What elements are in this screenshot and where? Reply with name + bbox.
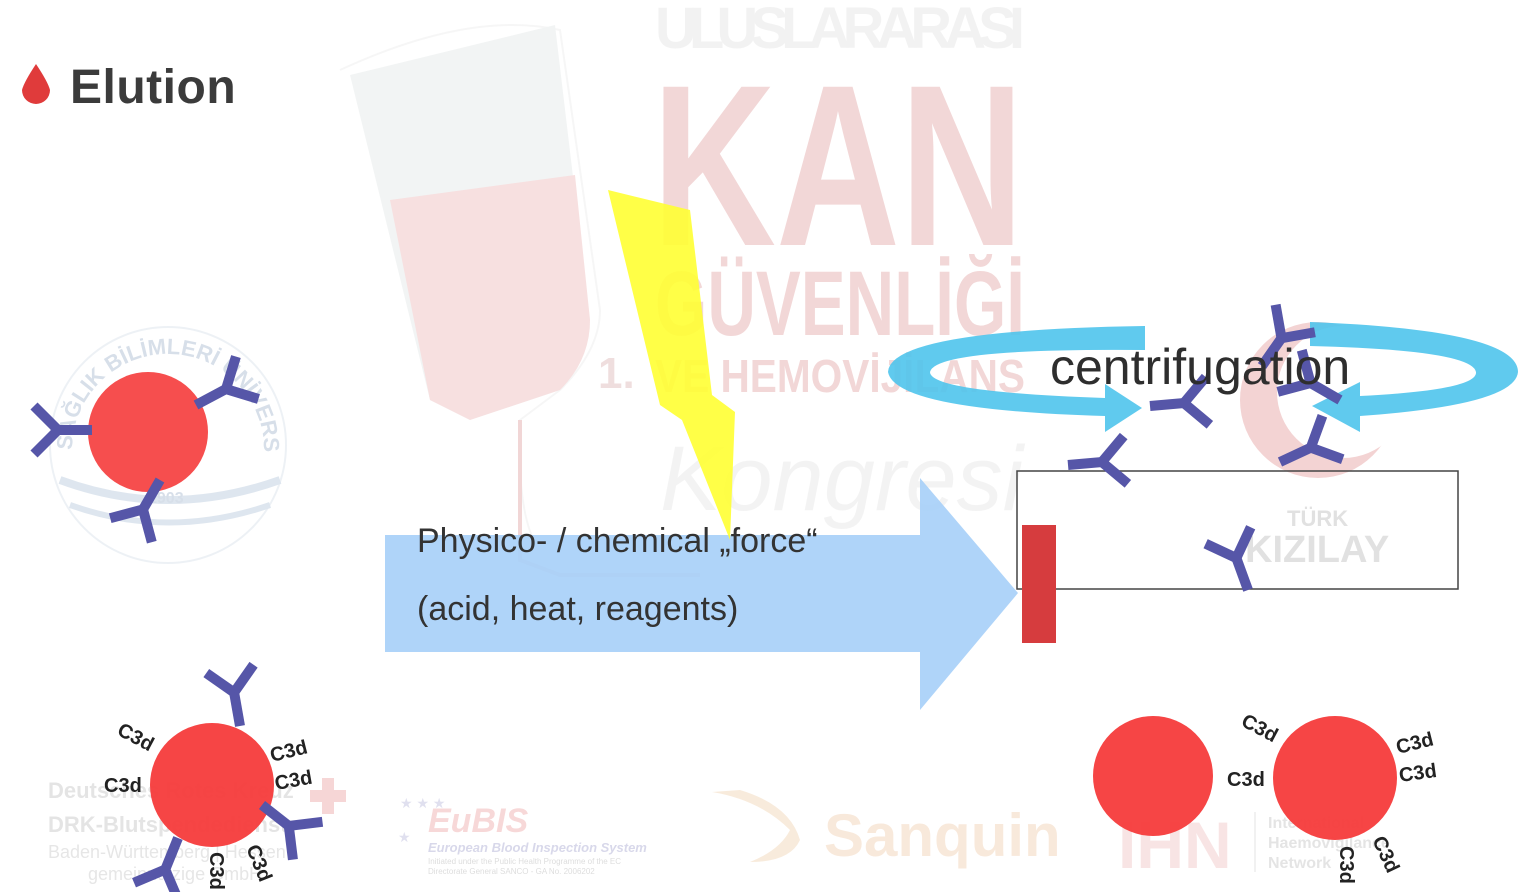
eubis-name: EuBIS [428, 802, 528, 840]
lightning-bolt-icon [608, 190, 735, 540]
red-cell [1093, 716, 1213, 836]
c3d-label: C3d [205, 852, 227, 890]
rotation-arrow-right [1310, 322, 1518, 432]
slide-title: Elution [70, 61, 237, 114]
free-antibody-icon [1066, 436, 1128, 489]
eubis-logo: ★ ★ ★ ★ EuBIS European Blood Inspection … [398, 795, 647, 876]
complement-coated-cell: C3d C3d C3d C3d C3d C3d [104, 665, 322, 892]
svg-text:★ ★ ★: ★ ★ ★ [400, 795, 445, 811]
c3d-label: C3d [1394, 728, 1436, 758]
c3d-label: C3d [241, 842, 276, 885]
antibody-icon [34, 406, 92, 454]
red-cross-icon [310, 778, 346, 814]
c3d-label: C3d [1335, 846, 1357, 884]
force-arrow [385, 478, 1018, 710]
c3d-label: C3d [1238, 710, 1282, 747]
c3d-label: C3d [1367, 833, 1403, 877]
cell-pellet [1022, 525, 1056, 643]
centrifuge-rotation [888, 322, 1518, 432]
rotation-arrow-left [888, 326, 1145, 432]
watermark-number: 1. [598, 349, 635, 398]
drk-line3: Baden-Württemberg | Hessen [48, 842, 286, 862]
centrifugation-label: centrifugation [1050, 339, 1351, 395]
blood-drop-icon [22, 64, 50, 104]
red-cell [1273, 716, 1397, 840]
free-antibody-icon [1206, 527, 1271, 598]
eubis-line3: Directorate General SANCO - GA No. 20062… [428, 867, 595, 876]
c3d-label: C3d [104, 775, 142, 797]
c3d-label: C3d [268, 736, 310, 766]
kizilay-bottom-text: KIZILAY [1245, 529, 1389, 571]
force-label-line2: (acid, heat, reagents) [417, 590, 739, 628]
red-cell [88, 372, 208, 492]
c3d-label: C3d [1398, 760, 1438, 787]
antibody-icon [206, 665, 263, 730]
watermark-kan: KAN [652, 37, 1024, 294]
sensitized-red-cell [34, 357, 258, 543]
eluate-box [1016, 470, 1459, 590]
eubis-line2: Initiated under the Public Health Progra… [428, 857, 621, 866]
svg-text:★: ★ [398, 829, 411, 845]
drk-line4: gemeinnützige GmbH [88, 864, 262, 884]
sanquin-logo: Sanquin [712, 790, 1061, 869]
c3d-label: C3d [1227, 769, 1265, 791]
result-cells: C3d C3d C3d C3d C3d C3d [1093, 710, 1438, 884]
ihn-line2: Haemovigilance [1268, 835, 1390, 852]
force-label-line1: Physico- / chemical „force“ [417, 522, 818, 560]
sanquin-text: Sanquin [824, 802, 1061, 869]
ihn-line3: Network [1268, 855, 1331, 872]
watermark-uluslararasi: ULUSLARARASI [655, 0, 1025, 61]
free-antibody-icon [1270, 416, 1343, 484]
red-cell [150, 723, 274, 847]
c3d-label: C3d [114, 719, 158, 756]
c3d-label: C3d [273, 767, 314, 795]
eubis-line1: European Blood Inspection System [428, 840, 647, 855]
kizilay-top-text: TÜRK [1287, 506, 1348, 531]
